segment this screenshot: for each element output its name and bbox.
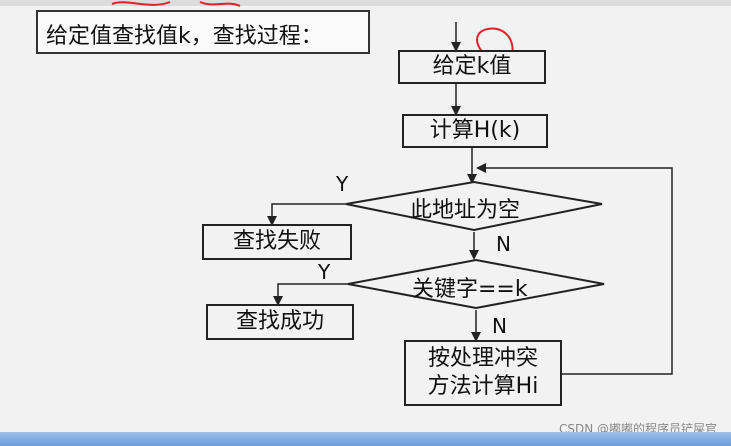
- empty-check-diamond: [345, 180, 603, 232]
- start-box: 给定k值: [398, 50, 546, 84]
- arrow-to-success: [273, 283, 348, 306]
- conflict-label-line1: 按处理冲突: [427, 346, 538, 371]
- red-scribble-annotation: [111, 1, 241, 7]
- key-check-diamond: [347, 258, 605, 310]
- title-box: 给定值查找值k，查找过程：: [36, 10, 370, 54]
- loop-back-arrow: [476, 163, 673, 375]
- yes-label-key: Y: [318, 260, 331, 284]
- success-label: 查找成功: [235, 309, 324, 334]
- page-title: 给定值查找值k，查找过程：: [46, 24, 323, 49]
- fail-box: 查找失败: [202, 224, 352, 260]
- arrow-to-fail: [267, 203, 346, 226]
- empty-check-label: 此地址为空: [410, 198, 521, 223]
- no-label-key: N: [492, 314, 507, 338]
- start-label: 给定k值: [432, 54, 512, 79]
- key-check-label: 关键字==k: [412, 277, 528, 302]
- success-box: 查找成功: [206, 304, 354, 340]
- fail-label: 查找失败: [232, 229, 321, 254]
- compute-box: 计算H(k): [402, 114, 548, 148]
- top-border: [0, 0, 731, 6]
- conflict-label-line2: 方法计算Hi: [427, 374, 539, 399]
- yes-label-empty: Y: [336, 172, 349, 196]
- bottom-bar: [0, 432, 731, 446]
- compute-label: 计算H(k): [429, 118, 521, 143]
- conflict-box: 按处理冲突 方法计算Hi: [404, 340, 562, 406]
- no-label-empty: N: [496, 232, 511, 256]
